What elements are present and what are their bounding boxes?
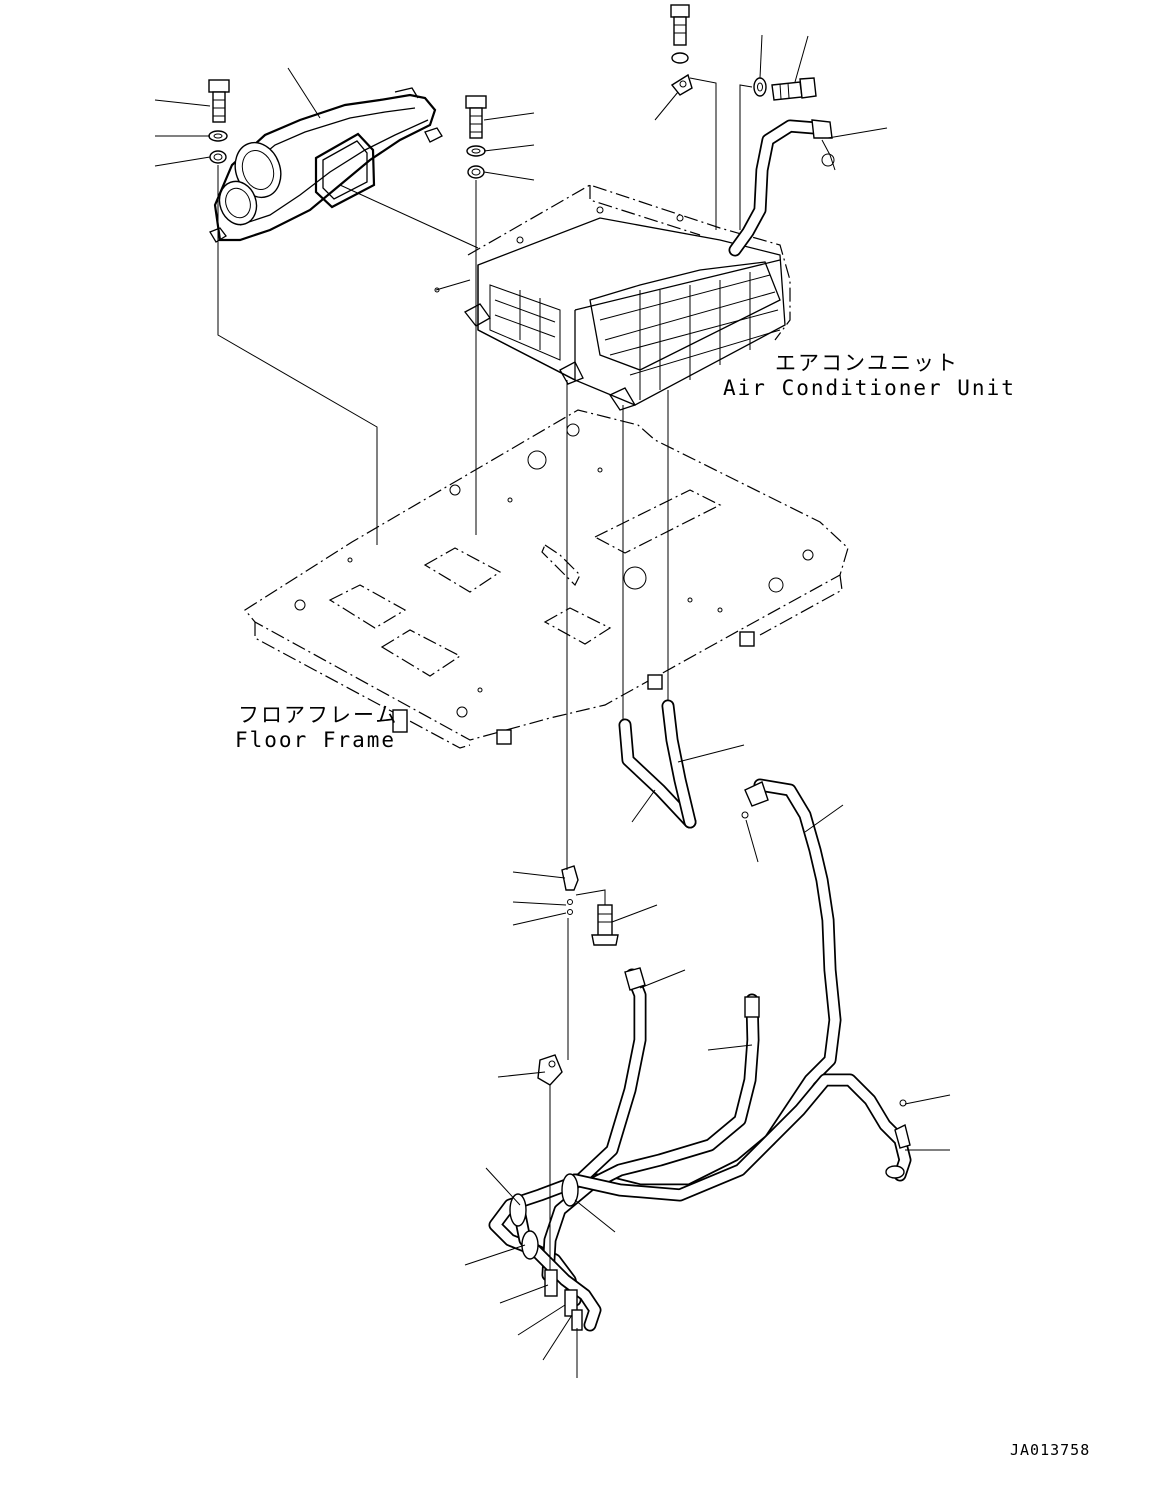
floor-frame-label-jp: フロアフレーム xyxy=(238,703,398,727)
aircon-label-en: Air Conditioner Unit xyxy=(723,376,1016,400)
air-conditioner-unit xyxy=(434,184,791,411)
bolt-left xyxy=(208,79,230,123)
aircon-label-jp: エアコンユニット xyxy=(775,351,959,375)
floor-frame-label-en: Floor Frame xyxy=(235,728,396,752)
bolt-top xyxy=(670,4,690,64)
assembly-lines xyxy=(217,77,753,1270)
hose-bundle xyxy=(488,967,912,1332)
drain-hose-pair xyxy=(618,699,697,829)
washer-middle xyxy=(466,145,486,157)
leader-lines xyxy=(154,34,951,1378)
washer-right-top xyxy=(753,77,767,97)
clamp-center-upper xyxy=(561,865,579,915)
lock-washer-middle xyxy=(467,165,485,179)
clip-top xyxy=(670,73,693,96)
bolt-middle xyxy=(465,95,487,139)
drawing-id: JA013758 xyxy=(1010,1441,1090,1459)
small-hose-top xyxy=(728,119,836,257)
clamp-center-lower xyxy=(537,1054,563,1086)
duct-assembly xyxy=(209,87,443,243)
washer-left xyxy=(208,130,228,142)
floor-frame xyxy=(244,409,849,749)
bolt-horizontal xyxy=(771,77,817,101)
lock-washer-left xyxy=(209,150,227,164)
bolt-center xyxy=(591,904,619,946)
